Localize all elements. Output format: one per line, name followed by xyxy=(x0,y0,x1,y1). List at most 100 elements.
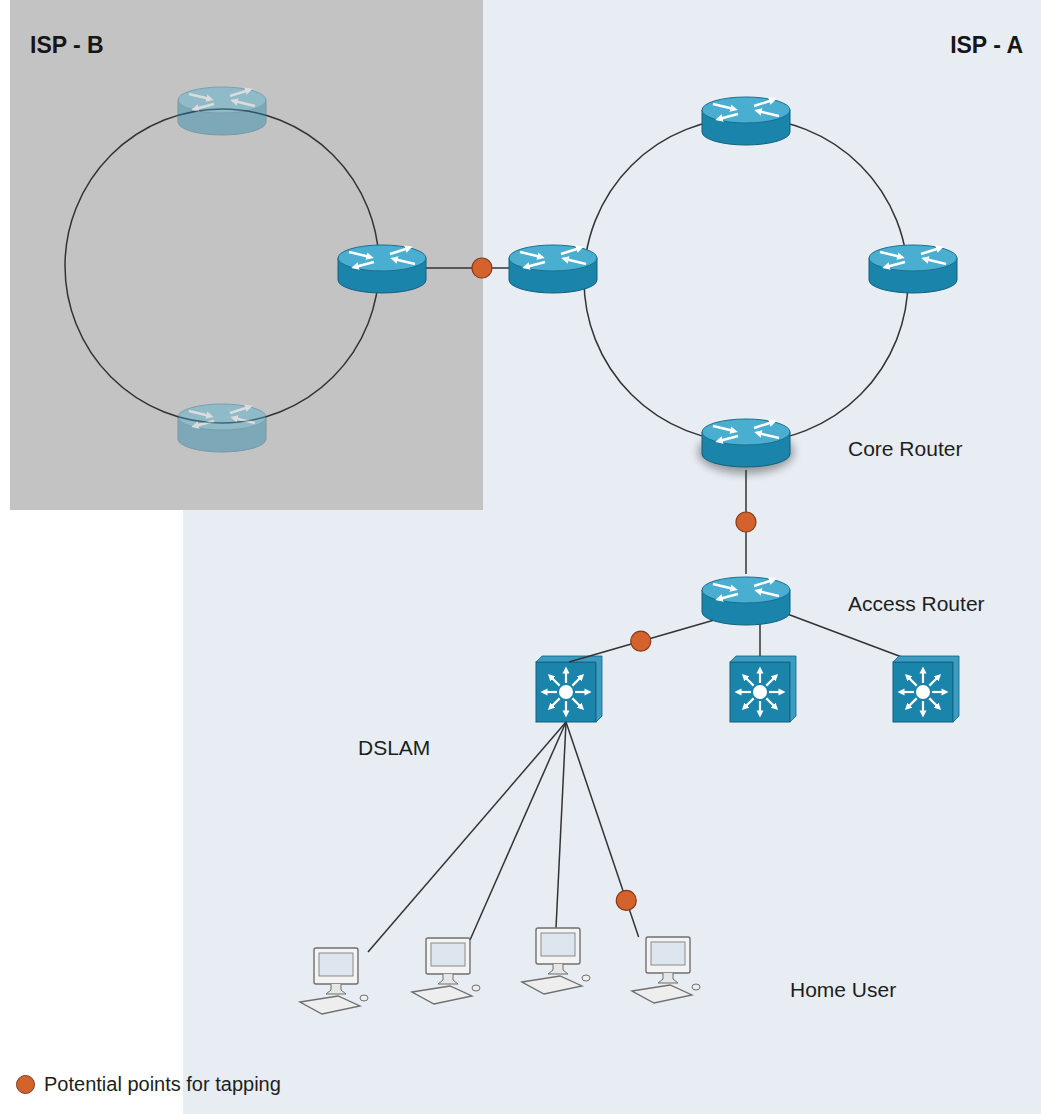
dslam-ray xyxy=(929,676,938,685)
dslam-ray xyxy=(565,670,567,683)
router-top xyxy=(702,97,790,123)
router-arrow xyxy=(349,252,370,257)
node-label: ISP - A xyxy=(950,32,1023,58)
network-link xyxy=(566,722,639,937)
pc-monitor xyxy=(426,938,470,974)
router-arrow xyxy=(758,591,779,596)
router-icon xyxy=(702,577,790,625)
dslam-ray xyxy=(572,676,581,685)
router-top xyxy=(338,245,426,271)
legend: Potential points for tapping xyxy=(16,1072,281,1096)
dslam-ray xyxy=(907,698,916,707)
node-label: DSLAM xyxy=(358,736,430,760)
dslam-ray xyxy=(575,691,588,693)
router-icon xyxy=(338,245,426,293)
router-arrow xyxy=(189,94,210,99)
router-arrow xyxy=(758,111,779,116)
router-arrow xyxy=(719,114,738,119)
router-icon xyxy=(702,97,790,145)
device-node: Access Router xyxy=(702,574,790,628)
node-label: Access Router xyxy=(848,592,985,616)
router-icon xyxy=(178,87,266,135)
router-icon xyxy=(509,245,597,293)
pc-mouse xyxy=(582,975,590,981)
router-arrow xyxy=(754,580,773,586)
dslam-ray xyxy=(929,698,938,707)
router-arrow xyxy=(719,436,738,441)
dslam-ray xyxy=(550,676,559,685)
router-arrow xyxy=(921,248,940,254)
network-link xyxy=(569,620,713,662)
router-top xyxy=(869,245,957,271)
router-top xyxy=(509,245,597,271)
dslam-bevel xyxy=(536,656,602,722)
pc-screen xyxy=(431,943,465,966)
router-arrow xyxy=(713,104,734,109)
router-arrow xyxy=(886,262,905,267)
access-link xyxy=(782,612,915,662)
router-arrow xyxy=(713,584,734,589)
dslam-hub xyxy=(916,685,930,699)
router-arrow xyxy=(520,252,541,257)
computer-icon xyxy=(522,928,590,994)
dslam-ray xyxy=(744,676,753,685)
dslam-bevel xyxy=(893,656,959,722)
router-arrow xyxy=(195,421,214,426)
pc-screen xyxy=(319,953,353,976)
pc-keyboard xyxy=(412,986,472,1004)
pc-stand xyxy=(658,973,678,983)
dslam-hub xyxy=(753,685,767,699)
isp-b-ground xyxy=(10,0,483,510)
dslam-ray xyxy=(769,691,782,693)
dslam-bevel xyxy=(730,656,796,722)
router-arrow xyxy=(390,248,409,254)
subscriber-line xyxy=(556,722,566,928)
dslam-body xyxy=(893,662,953,722)
pc-monitor xyxy=(314,948,358,984)
router-top xyxy=(178,404,266,430)
device-node: Home User xyxy=(630,937,702,1007)
router-arrow xyxy=(754,100,773,106)
dslam-ray xyxy=(907,676,916,685)
router-arrow xyxy=(234,418,255,423)
dslam-body xyxy=(730,662,790,722)
tap-point xyxy=(736,512,756,532)
router-arrow xyxy=(355,262,374,267)
subscriber-line xyxy=(470,722,566,940)
pc-screen xyxy=(541,933,575,956)
isp-a-ring xyxy=(584,118,908,442)
tap-point xyxy=(472,258,492,278)
pc-stand xyxy=(438,974,458,984)
peering-link xyxy=(424,267,510,269)
pc-monitor xyxy=(536,928,580,964)
isp-b-ring xyxy=(65,109,379,423)
router-arrow xyxy=(230,90,249,96)
router-top xyxy=(178,87,266,113)
dslam-body xyxy=(536,662,596,722)
router-arrow xyxy=(195,104,214,109)
pc-monitor xyxy=(646,937,690,973)
dslam-ray xyxy=(544,691,557,693)
computer-icon xyxy=(412,938,480,1004)
router-arrow xyxy=(565,259,586,264)
dslam-ray xyxy=(738,691,751,693)
dslam-ray xyxy=(759,670,761,683)
router-arrow xyxy=(925,259,946,264)
router-arrow xyxy=(189,411,210,416)
pc-mouse xyxy=(360,995,368,1001)
dslam-ray xyxy=(565,701,567,714)
tap-point xyxy=(616,890,636,910)
pc-keyboard xyxy=(632,985,692,1003)
device-node: DSLAM xyxy=(536,662,596,722)
node-label: Core Router xyxy=(848,437,962,461)
router-arrow xyxy=(394,259,415,264)
dslam-ray xyxy=(766,676,775,685)
router-arrow xyxy=(230,407,249,413)
router-arrow xyxy=(234,101,255,106)
dslam-ray xyxy=(744,698,753,707)
device-node: Core Router xyxy=(702,414,790,470)
router-arrow xyxy=(880,252,901,257)
legend-row: Potential points for tapping xyxy=(16,1072,281,1096)
dslam-ray xyxy=(759,701,761,714)
